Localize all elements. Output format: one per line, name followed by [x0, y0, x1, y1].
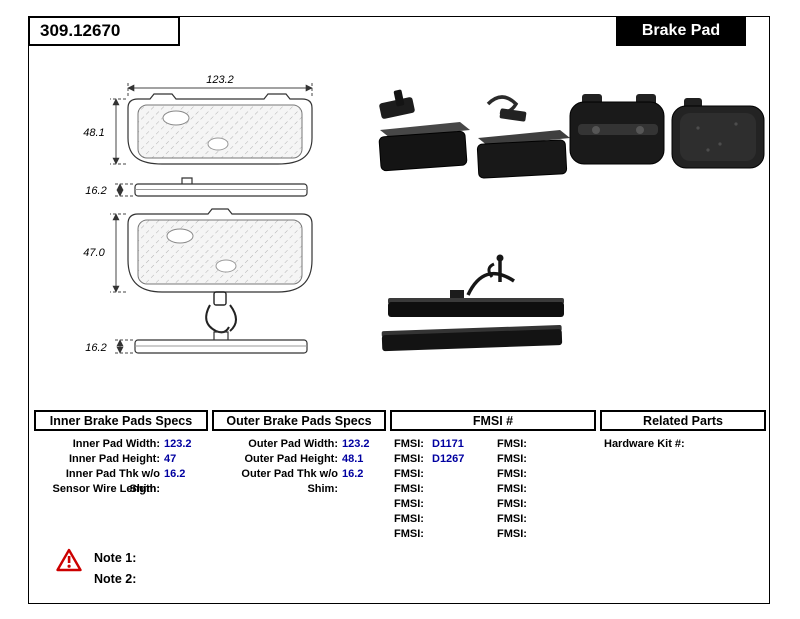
spec-row: Inner Pad Height: 47 — [34, 452, 210, 467]
spec-row: Inner Pad Thk w/o Shim: 16.2 — [34, 467, 210, 495]
warning-icon — [56, 548, 82, 572]
photo-pads-front-back — [569, 94, 765, 169]
fmsi-row: FMSI: — [497, 527, 597, 542]
spec-row: Outer Pad Width: 123.2 — [212, 437, 388, 452]
spec-label: Inner Pad Thk w/o Shim: — [65, 468, 160, 495]
fmsi-label: FMSI: — [497, 468, 527, 480]
part-number: 309.12670 — [28, 16, 180, 46]
fmsi-label: FMSI: — [497, 438, 527, 450]
dim-outer-thk-lines — [114, 183, 133, 197]
spec-label: Sensor Wire Length: — [52, 483, 160, 495]
spec-label: Outer Pad Width: — [248, 438, 338, 450]
fmsi-row: FMSI: — [394, 512, 494, 527]
fmsi-label: FMSI: — [394, 513, 424, 525]
dim-inner-height-lines — [110, 213, 126, 293]
fmsi-row: FMSI: D1267 — [394, 452, 494, 467]
fmsi-row: FMSI: — [497, 437, 597, 452]
outer-specs-header: Outer Brake Pads Specs — [212, 410, 386, 431]
fmsi-label: FMSI: — [497, 483, 527, 495]
inner-specs-header: Inner Brake Pads Specs — [34, 410, 208, 431]
fmsi-value — [430, 497, 432, 512]
fmsi-list-2: FMSI: FMSI: FMSI: FMSI: FMSI: FMSI: FMSI… — [497, 437, 597, 542]
fmsi-value: D1171 — [432, 438, 464, 450]
spec-value: 47 — [164, 453, 177, 465]
fmsi-list-1: FMSI: D1171 FMSI: D1267 FMSI: FMSI: FMSI: … — [394, 437, 494, 542]
fmsi-row: FMSI: — [394, 467, 494, 482]
fmsi-label: FMSI: — [394, 483, 424, 495]
fmsi-value — [533, 512, 535, 527]
outer-specs-list: Outer Pad Width: 123.2 Outer Pad Height: 4… — [212, 437, 388, 495]
fmsi-row: FMSI: D1171 — [394, 437, 494, 452]
dim-outer-height-lines — [110, 98, 126, 165]
related-part-row: Hardware Kit #: — [604, 437, 764, 452]
spec-row: Outer Pad Height: 48.1 — [212, 452, 388, 467]
spec-value: 48.1 — [342, 453, 364, 465]
page-border — [28, 16, 770, 604]
spec-row: Inner Pad Width: 123.2 — [34, 437, 210, 452]
spec-value: 16.2 — [342, 468, 364, 480]
spec-value — [160, 482, 210, 497]
note-2: Note 2: — [94, 572, 137, 586]
related-parts-list: Hardware Kit #: — [604, 437, 764, 452]
spec-value: 123.2 — [342, 438, 370, 450]
note-1: Note 1: — [94, 551, 137, 565]
fmsi-value — [533, 497, 535, 512]
diagram-area: 123.2 48.1 16.2 — [83, 74, 765, 354]
fmsi-value — [430, 527, 432, 542]
spec-value: 123.2 — [164, 438, 192, 450]
retention-clip-drawing — [205, 291, 237, 334]
spec-row: Sensor Wire Length: — [34, 482, 210, 497]
fmsi-label: FMSI: — [497, 528, 527, 540]
fmsi-value — [533, 527, 535, 542]
fmsi-row: FMSI: — [497, 512, 597, 527]
fmsi-label: FMSI: — [394, 438, 424, 450]
dim-outer-width: 123.2 — [206, 74, 234, 86]
photo-pads-angled — [378, 89, 570, 179]
fmsi-label: FMSI: — [394, 528, 424, 540]
fmsi-row: FMSI: — [497, 497, 597, 512]
dim-inner-thk-lines — [114, 339, 133, 354]
fmsi-value — [533, 467, 535, 482]
fmsi-header: FMSI # — [390, 410, 596, 431]
fmsi-label: FMSI: — [497, 513, 527, 525]
fmsi-row: FMSI: — [497, 482, 597, 497]
related-parts-header: Related Parts — [600, 410, 766, 431]
spec-label: Inner Pad Height: — [68, 453, 160, 465]
fmsi-label: FMSI: — [394, 498, 424, 510]
fmsi-value — [430, 512, 432, 527]
fmsi-label: FMSI: — [394, 468, 424, 480]
inner-specs-list: Inner Pad Width: 123.2 Inner Pad Height: 4… — [34, 437, 210, 497]
fmsi-row: FMSI: — [394, 482, 494, 497]
product-type-badge: Brake Pad — [616, 16, 746, 46]
fmsi-row: FMSI: — [394, 527, 494, 542]
fmsi-value: D1267 — [432, 453, 465, 465]
dim-inner-thk: 16.2 — [85, 342, 106, 354]
fmsi-value — [430, 482, 432, 497]
fmsi-value — [533, 452, 535, 467]
fmsi-value — [533, 437, 535, 452]
dim-outer-thk: 16.2 — [85, 185, 106, 197]
dim-outer-height: 48.1 — [83, 127, 104, 139]
spec-label: Inner Pad Width: — [72, 438, 160, 450]
fmsi-row: FMSI: — [497, 467, 597, 482]
inner-pad-profile-drawing — [134, 331, 308, 354]
inner-pad-front-drawing — [127, 208, 313, 293]
dim-inner-height: 47.0 — [83, 247, 105, 259]
spec-row: Outer Pad Thk w/o Shim: 16.2 — [212, 467, 388, 495]
spec-value: 16.2 — [164, 468, 186, 480]
photo-pads-edge-stack — [381, 254, 564, 352]
fmsi-row: FMSI: — [394, 497, 494, 512]
outer-pad-front-drawing — [127, 93, 313, 165]
fmsi-row: FMSI: — [497, 452, 597, 467]
fmsi-label: FMSI: — [497, 453, 527, 465]
related-part-label: Hardware Kit #: — [604, 438, 685, 450]
fmsi-value — [533, 482, 535, 497]
fmsi-value — [430, 467, 432, 482]
fmsi-label: FMSI: — [497, 498, 527, 510]
fmsi-label: FMSI: — [394, 453, 424, 465]
dim-outer-width-lines — [127, 82, 313, 96]
outer-pad-profile-drawing — [134, 177, 308, 197]
spec-label: Outer Pad Height: — [244, 453, 338, 465]
spec-label: Outer Pad Thk w/o Shim: — [241, 468, 338, 495]
